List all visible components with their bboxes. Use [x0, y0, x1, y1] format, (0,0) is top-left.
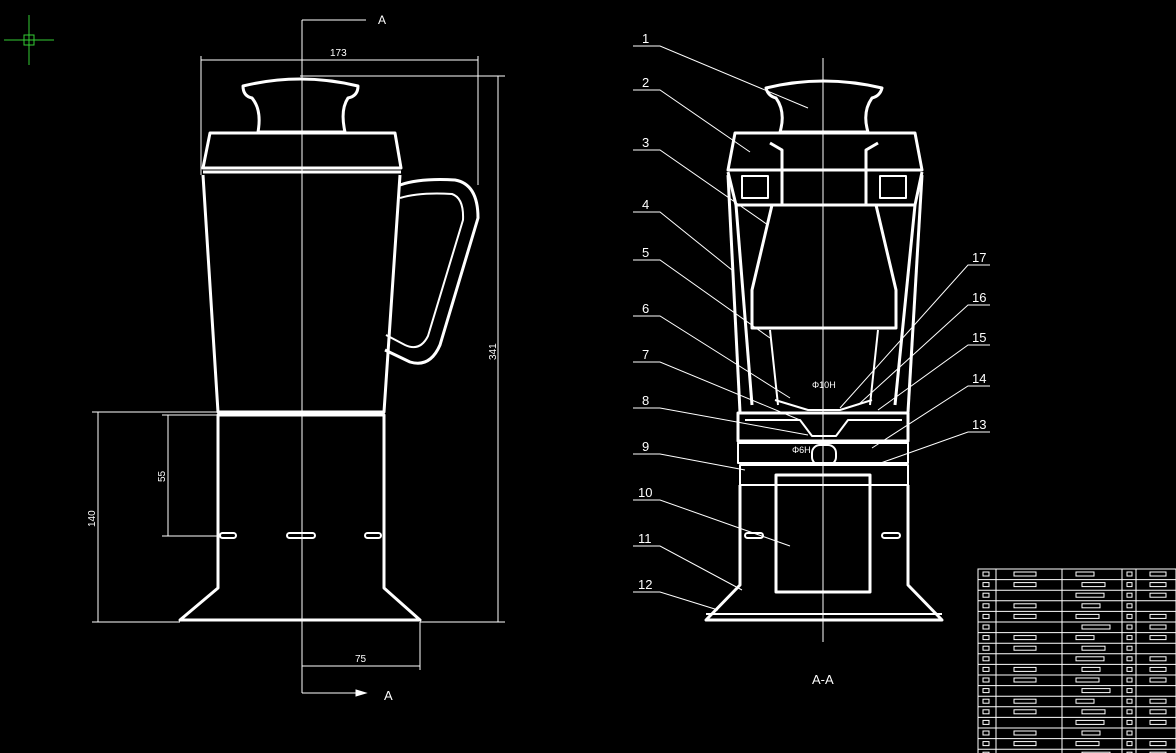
part-number: 3 — [642, 135, 649, 150]
part-number: 5 — [642, 245, 649, 260]
front-centerline — [301, 19, 368, 697]
diameter-lower: Φ6H — [792, 445, 811, 455]
part-number: 11 — [638, 531, 652, 546]
part-number: 2 — [642, 75, 649, 90]
part-number: 4 — [642, 197, 649, 212]
dim-overall-height: 341 — [488, 343, 499, 360]
section-view-title: A-A — [812, 672, 834, 687]
vent-slot — [219, 532, 237, 539]
section-view — [704, 79, 944, 622]
lid-knob — [241, 77, 360, 134]
part-number: 9 — [642, 439, 649, 454]
part-number: 13 — [972, 417, 986, 432]
diameter-upper: Φ10H — [812, 380, 836, 390]
dim-base-half-width: 75 — [355, 654, 367, 665]
dim-base-height: 140 — [87, 510, 98, 527]
vent-slot — [286, 532, 316, 539]
parts-list-table — [977, 568, 1176, 753]
front-dimensions — [92, 56, 505, 670]
part-number: 17 — [972, 250, 986, 265]
lid — [201, 131, 403, 170]
part-number: 14 — [972, 371, 986, 386]
base — [178, 413, 422, 622]
vent-slot — [364, 532, 382, 539]
part-number: 15 — [972, 330, 986, 345]
dim-overall-width: 173 — [330, 48, 347, 59]
leader-lines — [633, 45, 990, 611]
part-number: 6 — [642, 301, 649, 316]
part-number: 16 — [972, 290, 986, 305]
jar-body — [201, 174, 402, 414]
cad-cursor — [4, 15, 54, 65]
dim-slot-height: 55 — [157, 470, 168, 482]
section-label-bottom: A — [384, 688, 393, 703]
jar-handle — [384, 178, 480, 365]
part-number: 7 — [642, 347, 649, 362]
part-number: 12 — [638, 577, 652, 592]
part-labels: 1 2 3 4 5 6 7 8 9 10 11 12 13 14 15 16 1… — [638, 31, 986, 592]
part-number: 8 — [642, 393, 649, 408]
section-label-top: A — [378, 13, 386, 27]
part-number: 10 — [638, 485, 652, 500]
part-number: 1 — [642, 31, 649, 46]
front-view — [178, 77, 480, 622]
